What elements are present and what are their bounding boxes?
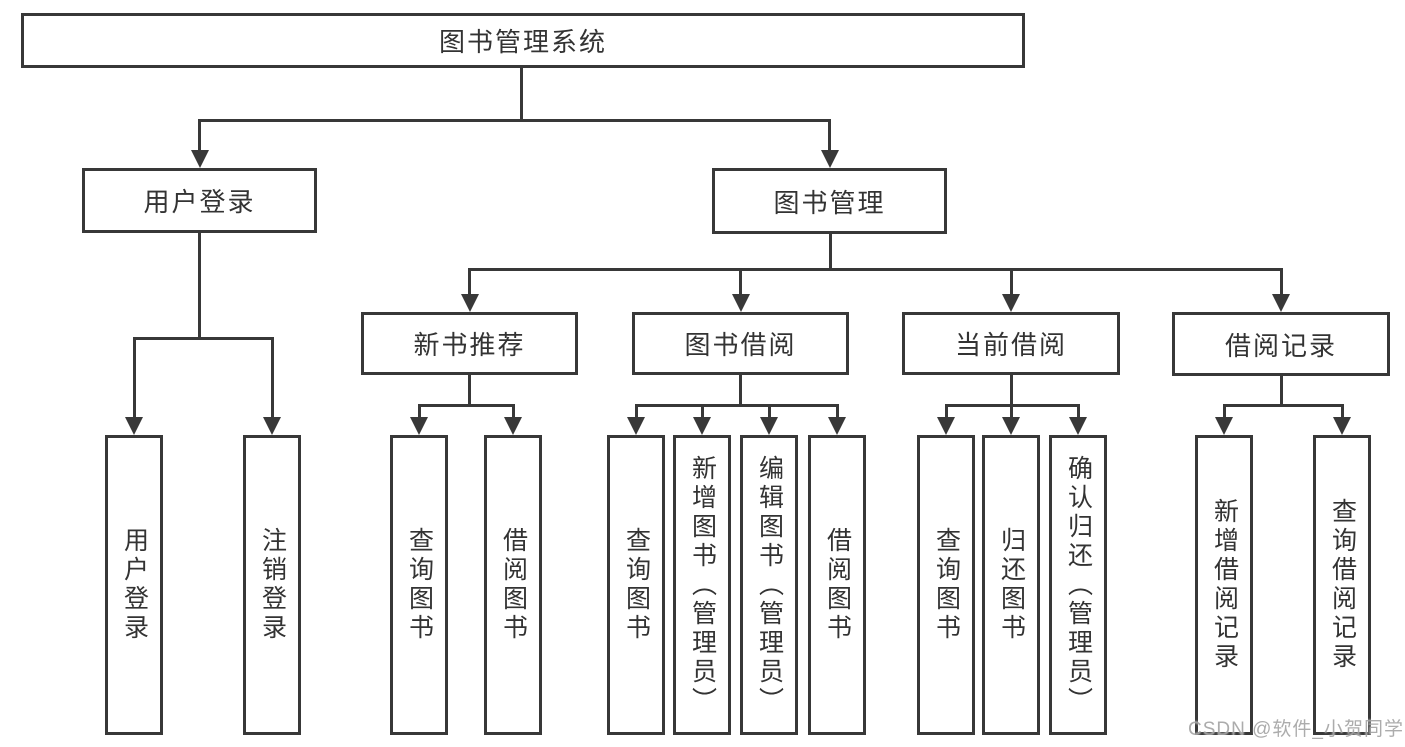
arrow-to-borrowing-records	[1272, 268, 1290, 312]
leaf-bb-borrow-book-label: 借阅图书	[823, 527, 852, 643]
connector-new-book-stem	[468, 375, 471, 407]
csdn-watermark: CSDN @软件_小贺同学	[1188, 719, 1404, 740]
connector-root-stem	[519, 68, 523, 122]
arrow-bb-query-book	[627, 404, 645, 435]
arrow-to-book-borrowing	[731, 268, 750, 312]
leaf-br-query-borrow-record: 查询借阅记录	[1313, 435, 1371, 735]
connector-user-login-stem	[198, 233, 201, 340]
arrow-bb-edit-book	[760, 404, 778, 435]
leaf-user-login-label: 用户登录	[120, 527, 149, 643]
leaf-cb-confirm-return-admin-label: 确认归还（管理员）	[1064, 454, 1093, 716]
connector-book-borrowing-rail	[634, 404, 839, 407]
arrow-to-leaf-user-login	[125, 337, 143, 435]
arrow-br-add-record	[1215, 404, 1233, 435]
node-user-login: 用户登录	[82, 168, 317, 233]
leaf-cb-return-book-label: 归还图书	[997, 527, 1026, 643]
node-root: 图书管理系统	[21, 13, 1025, 68]
connector-new-book-rail	[417, 404, 515, 407]
arrow-br-query-record	[1333, 404, 1351, 435]
leaf-br-add-borrow-record: 新增借阅记录	[1195, 435, 1253, 735]
arrow-cb-confirm-return	[1069, 404, 1087, 435]
leaf-cb-confirm-return-admin: 确认归还（管理员）	[1049, 435, 1107, 735]
arrow-bb-borrow-book	[828, 404, 846, 435]
leaf-cb-query-book-label: 查询图书	[932, 527, 961, 643]
arrow-nb-borrow-book	[504, 404, 522, 435]
connector-borrowing-records-stem	[1279, 375, 1283, 407]
node-book-management-label: 图书管理	[773, 187, 886, 218]
arrow-to-book-management	[820, 119, 839, 168]
connector-level1-rail	[198, 119, 831, 122]
leaf-bb-query-book-label: 查询图书	[622, 527, 651, 643]
leaf-user-login: 用户登录	[105, 435, 163, 735]
connector-level2-rail	[468, 268, 1282, 271]
connector-user-login-rail	[132, 337, 274, 340]
node-new-book-recommendation: 新书推荐	[361, 312, 578, 375]
node-book-borrowing-label: 图书借阅	[684, 330, 797, 360]
leaf-br-add-borrow-record-label: 新增借阅记录	[1210, 498, 1239, 672]
node-book-borrowing: 图书借阅	[632, 312, 849, 375]
arrow-to-current-borrowing	[1002, 268, 1020, 312]
leaf-cb-query-book: 查询图书	[917, 435, 975, 735]
arrow-bb-add-book	[693, 404, 711, 435]
arrow-cb-return-book	[1002, 404, 1020, 435]
leaf-br-query-borrow-record-label: 查询借阅记录	[1328, 498, 1357, 672]
node-new-book-recommendation-label: 新书推荐	[413, 330, 526, 360]
node-borrowing-records: 借阅记录	[1172, 312, 1390, 376]
node-root-label: 图书管理系统	[438, 27, 607, 57]
leaf-bb-query-book: 查询图书	[607, 435, 665, 735]
connector-current-borrowing-stem	[1009, 375, 1013, 407]
leaf-bb-edit-book-admin-label: 编辑图书（管理员）	[755, 454, 784, 716]
connector-borrowing-records-rail	[1222, 404, 1344, 407]
leaf-bb-edit-book-admin: 编辑图书（管理员）	[740, 435, 798, 735]
arrow-to-user-login	[190, 119, 209, 168]
leaf-nb-borrow-book-label: 借阅图书	[499, 527, 528, 643]
leaf-bb-add-book-admin-label: 新增图书（管理员）	[688, 454, 717, 716]
arrow-to-new-book-recommendation	[460, 268, 479, 312]
leaf-logout: 注销登录	[243, 435, 301, 735]
leaf-nb-query-book-label: 查询图书	[405, 527, 434, 643]
arrow-nb-query-book	[410, 404, 428, 435]
leaf-bb-borrow-book: 借阅图书	[808, 435, 866, 735]
leaf-nb-borrow-book: 借阅图书	[484, 435, 542, 735]
leaf-cb-return-book: 归还图书	[982, 435, 1040, 735]
node-user-login-label: 用户登录	[143, 187, 256, 217]
arrow-to-leaf-logout	[263, 337, 281, 435]
arrow-cb-query-book	[937, 404, 955, 435]
leaf-logout-label: 注销登录	[258, 527, 287, 643]
node-current-borrowing-label: 当前借阅	[954, 330, 1067, 360]
leaf-nb-query-book: 查询图书	[390, 435, 448, 735]
connector-book-borrowing-stem	[739, 375, 742, 407]
node-book-management: 图书管理	[712, 168, 947, 234]
leaf-bb-add-book-admin: 新增图书（管理员）	[673, 435, 731, 735]
node-current-borrowing: 当前借阅	[902, 312, 1120, 375]
node-borrowing-records-label: 借阅记录	[1224, 330, 1337, 361]
connector-book-management-stem	[828, 234, 832, 271]
